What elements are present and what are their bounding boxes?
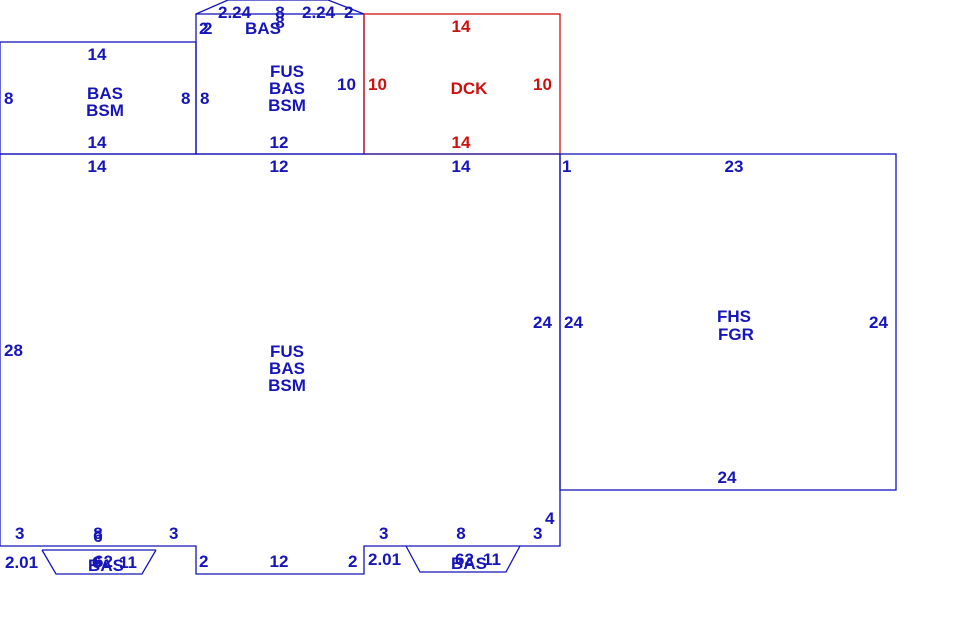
right-bay: 3 8 3 2.01 62 11 BAS [368,524,542,573]
main-top-dim-c: 14 [452,157,471,176]
garage: 23 1 24 24 24 4 FHS FGR [545,157,888,528]
deck-bottom-dim: 14 [452,133,471,152]
main-top-dim-a: 14 [88,157,107,176]
deck-label: DCK [451,79,489,98]
top-bay-diag-a: 2.24 [218,3,252,22]
left-extension-label-2: BSM [86,101,124,120]
deck: 14 14 10 10 DCK [368,17,552,152]
main-label-1: FUS [270,342,304,361]
garage-label-2: FGR [718,325,754,344]
left-bay-outline [41,549,157,575]
left-bay-left-end-dim: 3 [15,524,24,543]
main-label-2: BAS [269,359,305,378]
left-extension-left-dim: 8 [4,89,13,108]
left-bay-bottom-dim-a: 6 [92,553,101,572]
top-bay-label: BAS [245,19,281,38]
top-bay-seg-b: 2 [203,19,212,38]
left-extension: 14 14 8 8 BAS BSM [4,45,190,152]
middle-extension-label-1: FUS [270,62,304,81]
main-label-3: BSM [268,376,306,395]
bottom-notch: 2 12 2 [199,552,357,571]
main-body: 14 12 14 28 24 FUS BAS BSM [4,157,552,395]
left-extension-bottom-dim: 14 [88,133,107,152]
notch-left-dim: 2 [199,552,208,571]
left-bay-diag-left-dim: 2.01 [5,553,38,572]
garage-bottom-dim: 24 [718,468,737,487]
middle-extension-bottom-dim: 12 [270,133,289,152]
garage-right-dim: 24 [869,313,888,332]
left-bay-right-end-dim: 3 [169,524,178,543]
left-extension-right-dim: 8 [181,89,190,108]
left-bay-label: BAS [88,556,124,575]
main-left-dim: 28 [4,341,23,360]
right-bay-left-end-dim: 3 [379,524,388,543]
top-bay-diag-b: 2.24 [302,3,336,22]
garage-step-dim: 4 [545,509,555,528]
main-right-dim: 24 [533,313,552,332]
middle-extension-label-2: BAS [269,79,305,98]
left-bay: 3 8 6 3 2.01 6 62 11 BAS [5,524,178,575]
right-bay-right-end-dim: 3 [533,524,542,543]
top-bay-seg-c: 2 [344,3,353,22]
garage-left-dim: 24 [564,313,583,332]
top-bay-top-b: 8 [275,13,284,32]
right-bay-diag-left-dim: 2.01 [368,550,401,569]
middle-extension: 8 10 12 FUS BAS BSM [200,62,356,152]
garage-label-1: FHS [717,307,751,326]
right-bay-top-dim: 8 [456,524,465,543]
top-bay: 2 2 2.24 8 8 2.24 2 BAS [199,3,353,38]
right-bay-bottom-dim-b: 11 [483,550,501,569]
left-bay-top-dim-a: 8 [93,524,102,543]
middle-extension-left-dim: 8 [200,89,209,108]
right-bay-label: BAS [451,554,487,573]
wall-outlines [0,0,897,575]
garage-outline [559,153,897,491]
garage-corner-dim: 1 [562,157,571,176]
middle-extension-right-dim: 10 [337,75,356,94]
notch-bottom-dim: 12 [270,552,289,571]
deck-right-dim: 10 [533,75,552,94]
top-bay-top-a: 8 [275,3,284,22]
left-bay-top-dim-b: 6 [93,527,102,546]
notch-right-dim: 2 [348,552,357,571]
left-bay-bottom-dim-b: 62 [94,552,113,571]
top-bay-outline [195,0,365,15]
top-bay-seg-a: 2 [199,19,208,38]
right-bay-bottom-dim-a: 62 [455,550,474,569]
left-extension-top-dim: 14 [88,45,107,64]
main-top-dim-b: 12 [270,157,289,176]
left-extension-label-1: BAS [87,84,123,103]
middle-extension-label-3: BSM [268,96,306,115]
left-bay-diag-right-dim: 11 [119,553,137,572]
right-bay-outline [405,545,521,573]
garage-top-dim: 23 [725,157,744,176]
deck-top-dim: 14 [452,17,471,36]
deck-left-dim: 10 [368,75,387,94]
